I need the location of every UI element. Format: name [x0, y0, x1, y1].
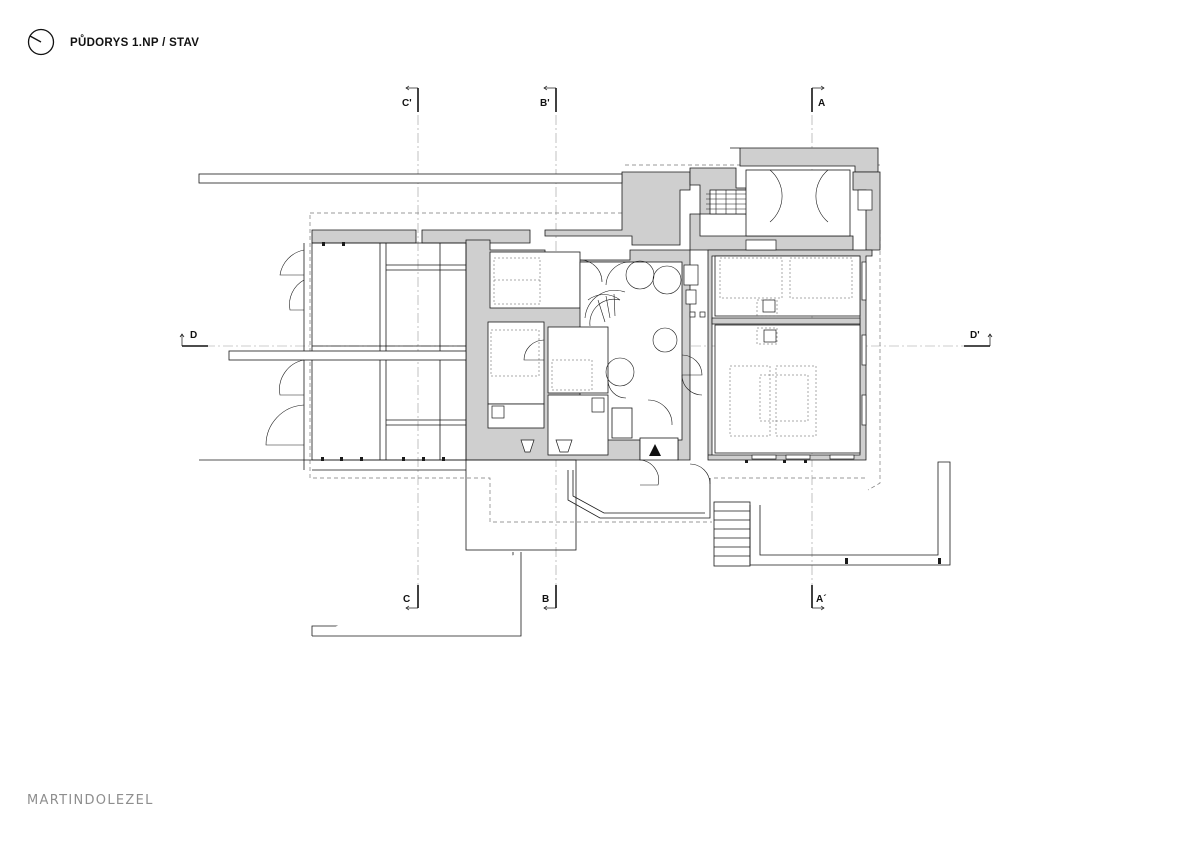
entrance-hall [639, 437, 679, 461]
section-marker-lines [182, 88, 990, 608]
author-brand: MARTINDOLEZEL [27, 793, 154, 808]
section-label-d-right: D' [970, 330, 980, 341]
rooms [487, 169, 861, 461]
section-direction-arrows [179, 85, 993, 611]
section-label-b-top: B' [540, 98, 550, 109]
beams [198, 173, 623, 637]
section-label-c-top: C' [402, 98, 412, 109]
windows [751, 261, 867, 460]
drawing-title: PŮDORYS 1.NP / STAV [70, 37, 200, 49]
section-labels: C' B' A C B A´ D D' [190, 98, 980, 605]
entrance-marker-icon [649, 444, 661, 456]
posts [321, 242, 941, 564]
section-label-a-top: A [818, 98, 825, 109]
section-label-b-bottom: B [542, 594, 549, 605]
fixtures [491, 189, 873, 453]
section-label-a-bottom: A´ [816, 594, 827, 605]
room-tower [745, 169, 851, 237]
north-arrow-icon [27, 28, 55, 56]
tower-stair [706, 190, 746, 214]
room-bedroom-right-top [714, 255, 861, 317]
section-label-c-bottom: C [403, 594, 410, 605]
spiral-stair [584, 290, 626, 327]
section-label-d-left: D [190, 330, 197, 341]
furniture [490, 257, 853, 437]
room-bath [487, 321, 545, 405]
terrace [567, 461, 951, 567]
room-living [714, 324, 861, 454]
door-swings [265, 169, 829, 486]
